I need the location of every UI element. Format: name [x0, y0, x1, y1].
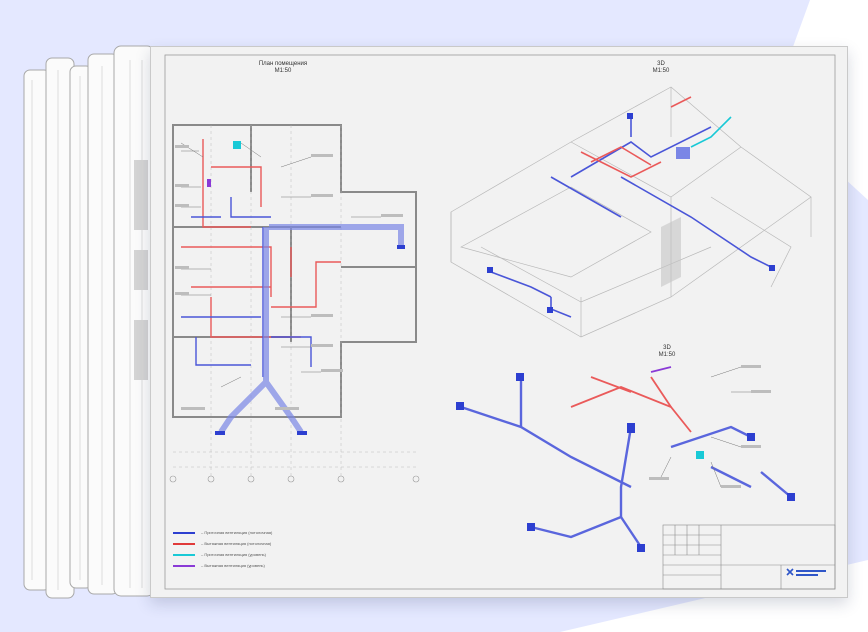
- legend-swatch: [173, 564, 195, 567]
- view1-exhaust-ducts: [580, 96, 692, 178]
- view2-level-ducts: [650, 366, 672, 373]
- legend: – Приточная вентиляция (потолочная) – Вы…: [173, 527, 272, 571]
- view2-title: 3D М1:50: [637, 345, 697, 359]
- legend-label: – Вытяжная вентиляция (уровень): [201, 563, 265, 568]
- plan-main-riser: [218, 224, 404, 434]
- rolled-drawings: [23, 45, 155, 599]
- plan-scale-text: М1:50: [274, 68, 292, 74]
- legend-item-exhaust: – Вытяжная вентиляция (потолочная): [173, 538, 272, 549]
- view1-scale-text: М1:50: [652, 68, 670, 74]
- view1-title-text: 3D: [657, 61, 665, 67]
- legend-label: – Вытяжная вентиляция (потолочная): [201, 541, 272, 546]
- legend-label: – Приточная вентиляция (уровень): [201, 552, 266, 557]
- view2-scale-text: М1:50: [658, 352, 676, 358]
- legend-item-exhaust-level: – Вытяжная вентиляция (уровень): [173, 560, 272, 571]
- plan-title: План помещения М1:50: [243, 61, 323, 75]
- view1-level-ducts: [690, 116, 732, 148]
- drawing-canvas: [164, 54, 836, 590]
- legend-item-supply-level: – Приточная вентиляция (уровень): [173, 549, 272, 560]
- plan-title-text: План помещения: [258, 61, 308, 67]
- brand-logo: [786, 568, 826, 576]
- legend-swatch: [173, 542, 195, 545]
- view2-supply-ducts: [460, 377, 792, 548]
- legend-swatch: [173, 531, 195, 534]
- plan-exhaust-ducts: [181, 139, 341, 338]
- legend-swatch: [173, 553, 195, 556]
- view2-title-text: 3D: [663, 345, 671, 351]
- title-block: [662, 524, 836, 590]
- legend-item-supply: – Приточная вентиляция (потолочная): [173, 527, 272, 538]
- legend-label: – Приточная вентиляция (потолочная): [201, 530, 273, 535]
- drawing-sheet: План помещения М1:50 3D М1:50 3D М1:50 –…: [150, 46, 848, 598]
- view2-exhaust-ducts: [570, 376, 692, 433]
- view1-title: 3D М1:50: [631, 61, 691, 75]
- floor-plan: [172, 124, 417, 418]
- view1-supply-ducts: [490, 117, 772, 318]
